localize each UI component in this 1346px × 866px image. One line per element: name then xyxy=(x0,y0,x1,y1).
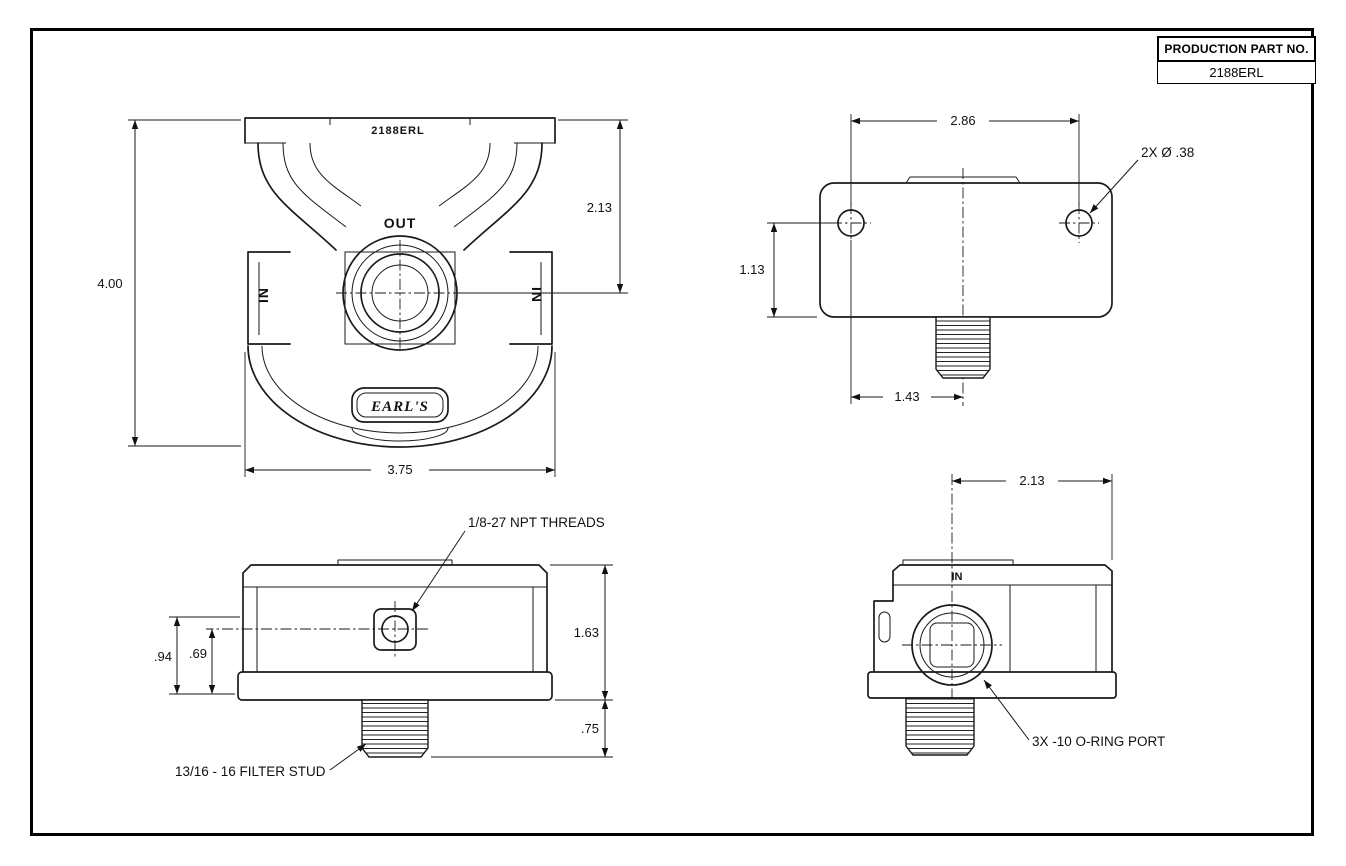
front-out-label: OUT xyxy=(384,215,417,231)
dim-side-port-height-text: .69 xyxy=(189,646,207,661)
end-view: IN 2.13 3X -10 O-RING PORT xyxy=(867,473,1165,756)
front-in-right-label: IN xyxy=(529,287,545,303)
dim-end-port-offset: 2.13 xyxy=(952,473,1113,560)
front-in-left-label: IN xyxy=(255,287,271,303)
dim-front-width: 3.75 xyxy=(244,352,556,478)
side-filter-stud xyxy=(361,699,429,758)
callout-npt-text: 1/8-27 NPT THREADS xyxy=(468,515,605,530)
dim-side-boss-height-text: .94 xyxy=(154,649,172,664)
side-view: 1.63 .75 .94 .69 1/8-27 NPT TH xyxy=(154,515,613,779)
callout-filter-stud: 13/16 - 16 FILTER STUD xyxy=(175,743,367,779)
title-block-label: PRODUCTION PART NO. xyxy=(1157,36,1316,62)
dim-side-boss-height: .94 xyxy=(154,616,240,695)
dim-side-body-height-text: 1.63 xyxy=(574,625,599,640)
sheet-border xyxy=(30,28,1314,836)
dim-top-hole-offset-text: 1.13 xyxy=(739,262,764,277)
title-block-part-number: 2188ERL xyxy=(1157,62,1316,84)
dim-front-width-text: 3.75 xyxy=(387,462,412,477)
dim-top-width: 2.86 xyxy=(850,113,1080,206)
end-ear-slot xyxy=(878,611,891,643)
top-hole-centerlines xyxy=(831,203,1099,243)
dim-top-width-text: 2.86 xyxy=(950,113,975,128)
dim-front-center-height-text: 2.13 xyxy=(587,200,612,215)
dim-front-center-height: 2.13 xyxy=(460,119,628,294)
dim-front-height: 4.00 xyxy=(97,119,241,447)
side-flange xyxy=(237,671,553,701)
dim-side-port-height: .69 xyxy=(189,629,216,694)
dim-top-hole-offset: 1.13 xyxy=(739,222,835,318)
callout-filter-stud-text: 13/16 - 16 FILTER STUD xyxy=(175,764,326,779)
dim-side-stud-length-text: .75 xyxy=(581,721,599,736)
callout-holes: 2X Ø .38 xyxy=(1089,145,1194,214)
brand-logo-text: EARL'S xyxy=(370,399,429,415)
front-right-arm xyxy=(463,142,543,251)
top-view: 2.86 2X Ø .38 1.13 1.43 xyxy=(739,113,1194,406)
top-filter-stud xyxy=(935,316,991,379)
dim-end-port-offset-text: 2.13 xyxy=(1019,473,1044,488)
side-npt-centerlines xyxy=(206,601,428,657)
callout-oring-port-text: 3X -10 O-RING PORT xyxy=(1032,734,1165,749)
top-plate-outline xyxy=(819,182,1113,318)
front-centerlines xyxy=(336,240,464,350)
front-engraving-label: 2188ERL xyxy=(371,125,424,137)
title-block: PRODUCTION PART NO. 2188ERL xyxy=(1157,36,1316,84)
dim-side-stud-length: .75 xyxy=(431,700,613,758)
end-flange xyxy=(867,671,1117,699)
callout-npt: 1/8-27 NPT THREADS xyxy=(411,515,605,612)
front-left-band xyxy=(247,251,291,345)
dim-front-height-text: 4.00 xyxy=(97,276,122,291)
front-right-band xyxy=(509,251,553,345)
dim-side-body-height: 1.63 xyxy=(550,564,613,701)
callout-oring-port: 3X -10 O-RING PORT xyxy=(983,679,1165,749)
callout-holes-text: 2X Ø .38 xyxy=(1141,145,1194,160)
front-dome-outer xyxy=(247,345,553,448)
front-view: 2188ERL IN IN OUT xyxy=(97,117,628,478)
front-left-arm xyxy=(257,142,337,251)
end-filter-stud xyxy=(905,697,975,756)
end-top-plate xyxy=(892,564,1113,586)
brand-badge: EARL'S xyxy=(351,387,449,423)
side-body-outline xyxy=(242,564,548,673)
end-in-label: IN xyxy=(952,571,963,583)
dim-top-stud-offset-text: 1.43 xyxy=(894,389,919,404)
dim-top-stud-offset: 1.43 xyxy=(850,240,963,405)
end-left-ear xyxy=(873,584,894,673)
front-top-plate xyxy=(244,117,556,144)
